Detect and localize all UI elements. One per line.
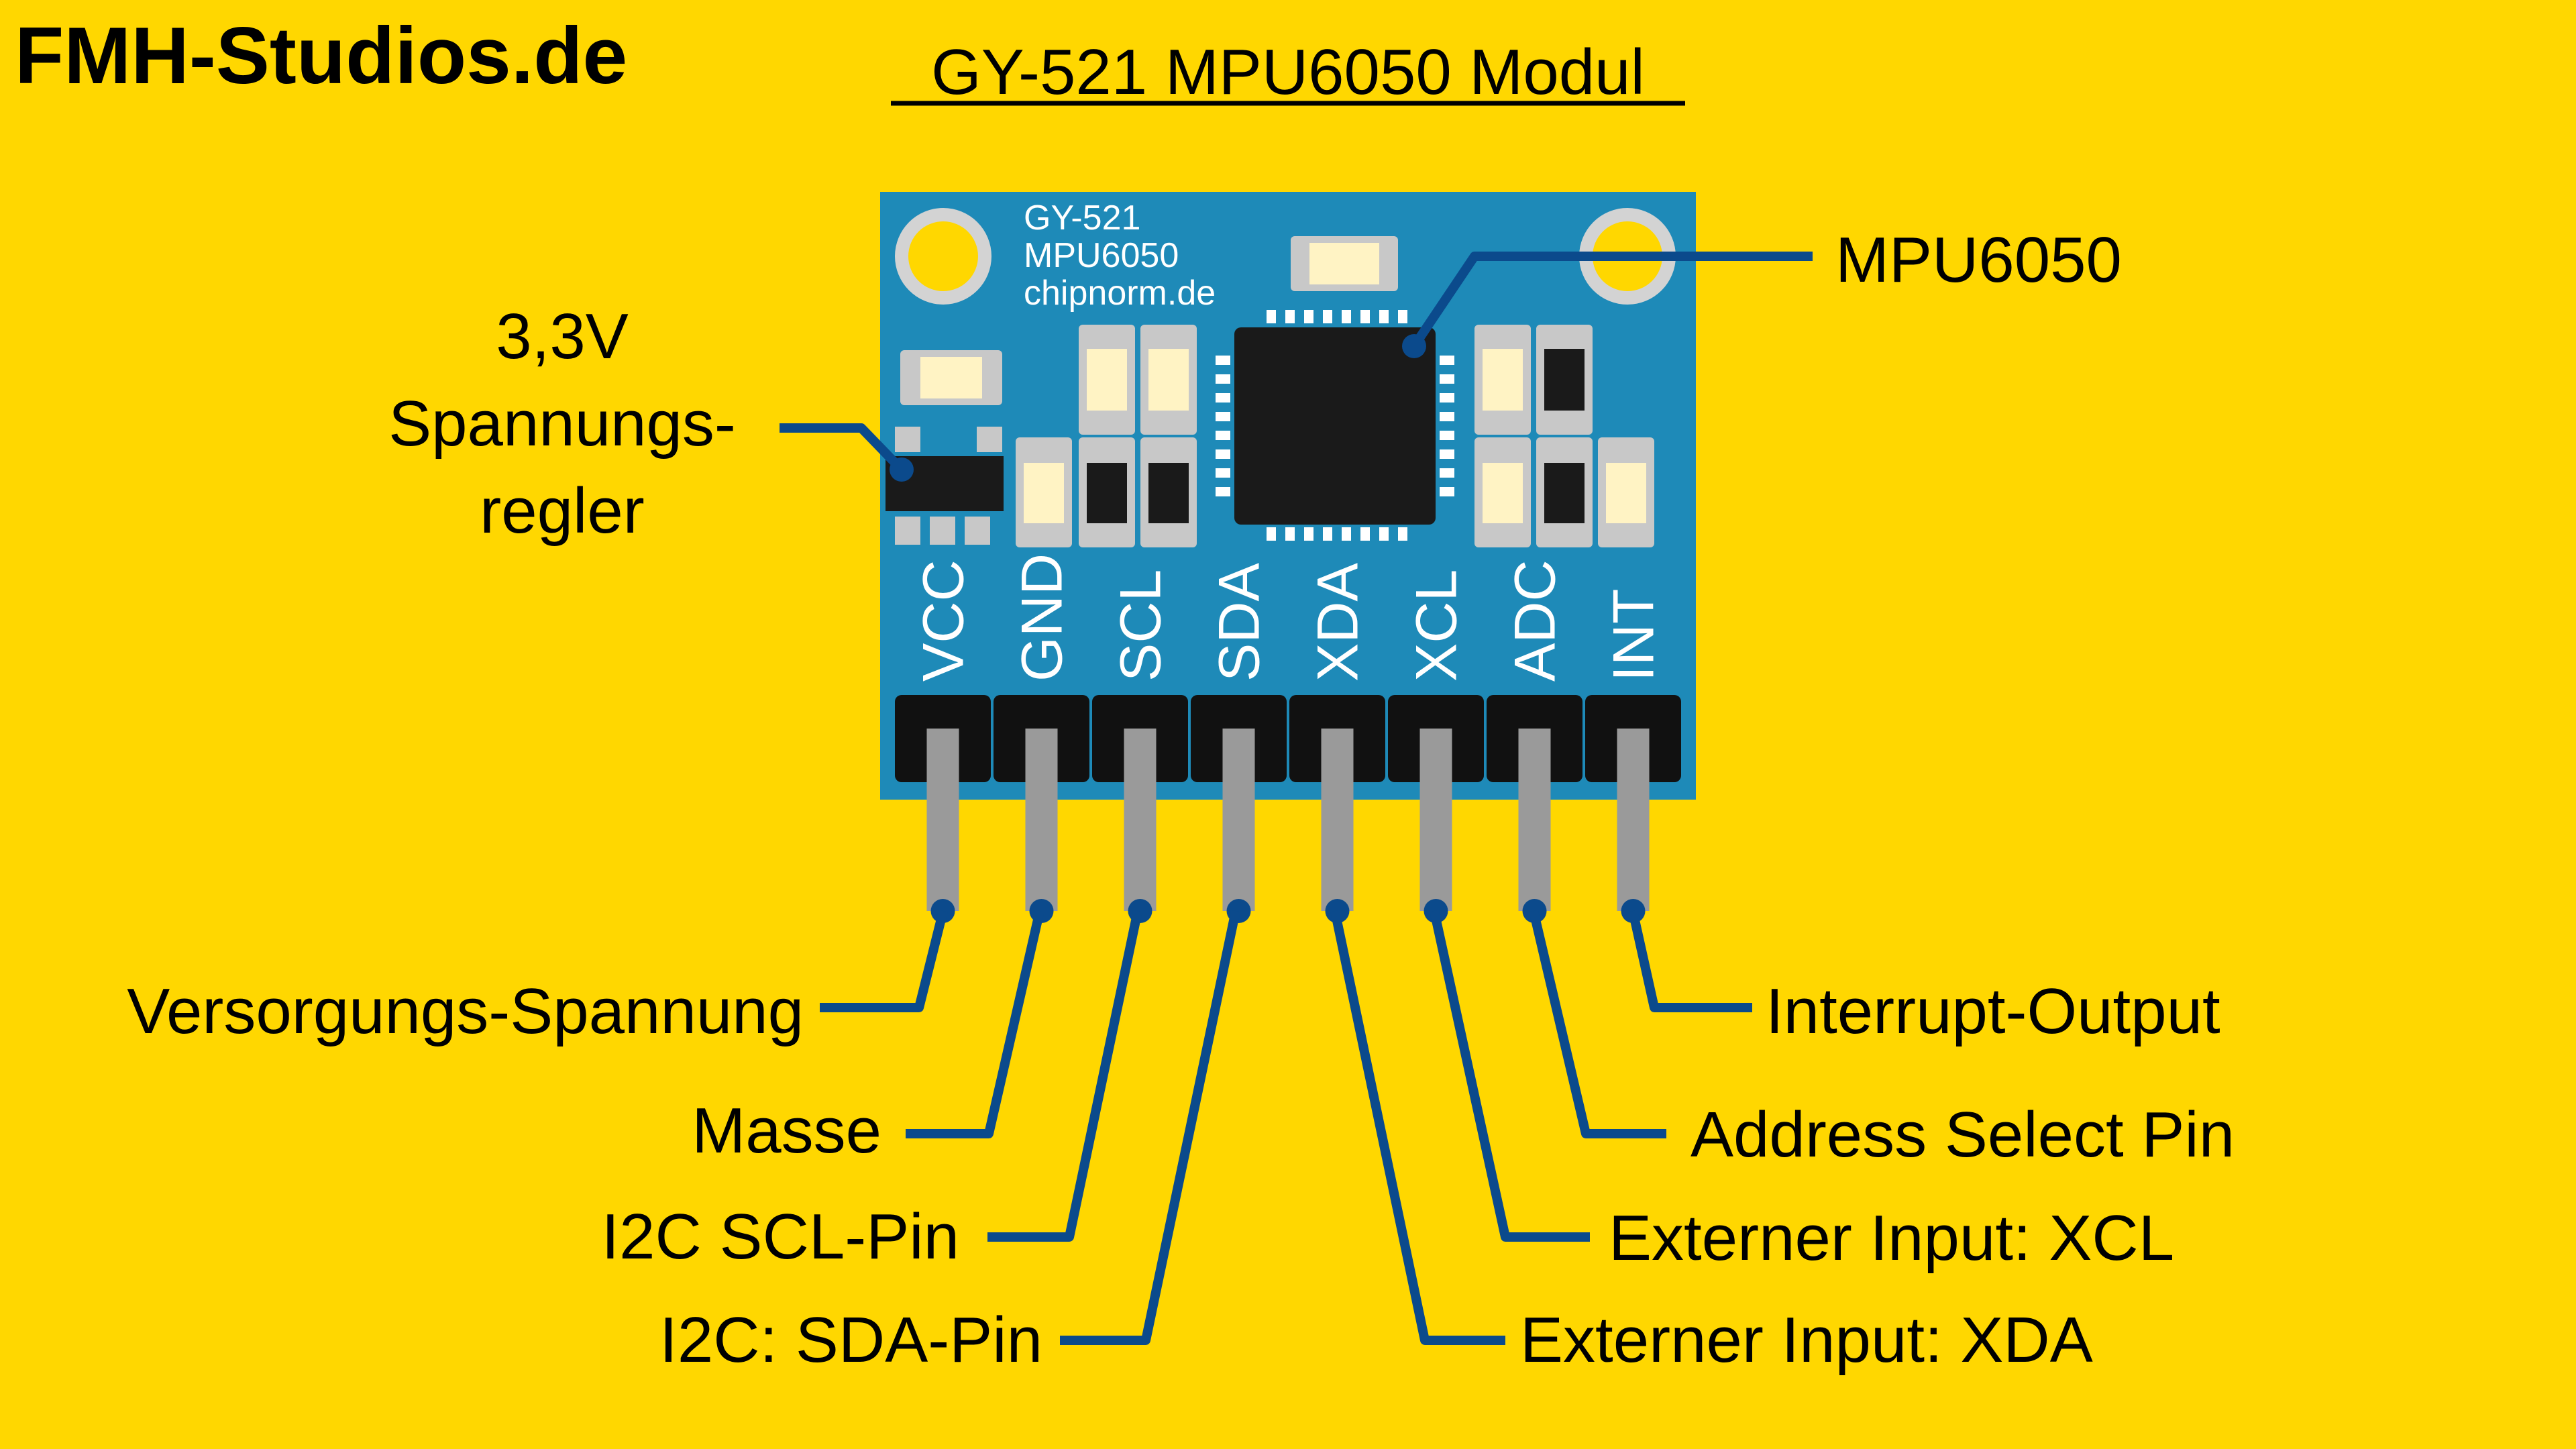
vcc-callout-label: Versorgungs-Spannung	[127, 975, 804, 1047]
diagram-title: GY-521 MPU6050 Modul	[931, 36, 1645, 108]
callout-line-xda	[1330, 910, 1505, 1345]
mpu6050-chip	[1216, 310, 1454, 541]
pin-label-xda: XDA	[1306, 563, 1371, 682]
pin-label-xcl: XCL	[1405, 570, 1469, 682]
callout-line-gnd	[906, 910, 1044, 1138]
pin-label-scl: SCL	[1109, 570, 1173, 682]
chip-callout-label: MPU6050	[1835, 224, 2122, 296]
callout-line-chip	[1410, 252, 1813, 349]
regulator-label-line-2: Spannungs-	[388, 388, 736, 460]
callout-lines	[780, 252, 1813, 1345]
callout-line-vcc	[820, 910, 948, 1012]
smd-components	[1016, 325, 1654, 547]
pin-adc	[1518, 729, 1551, 911]
pin-int	[1617, 729, 1650, 911]
pin-scl	[1124, 729, 1157, 911]
pin-sda	[1222, 729, 1255, 911]
xda-callout-label: Externer Input: XDA	[1520, 1304, 2093, 1376]
callout-line-xcl	[1430, 910, 1590, 1242]
callout-line-regulator	[780, 423, 906, 473]
smd-capacitor-regulator	[900, 350, 1002, 405]
xcl-callout-label: Externer Input: XCL	[1609, 1202, 2174, 1274]
scl-callout-label: I2C SCL-Pin	[601, 1201, 959, 1273]
pin-label-sda: SDA	[1208, 563, 1272, 682]
int-callout-label: Interrupt-Output	[1766, 975, 2220, 1047]
pin-gnd	[1025, 729, 1058, 911]
callout-line-sda	[1060, 910, 1240, 1345]
pin-vcc	[926, 729, 959, 911]
mounting-hole-left-pad	[908, 221, 978, 291]
pin-label-adc: ADC	[1503, 559, 1568, 682]
callout-line-scl	[987, 910, 1142, 1242]
pin-labels: VCC GND SCL SDA XDA XCL ADC INT	[912, 553, 1666, 682]
pin-label-vcc: VCC	[912, 559, 976, 682]
silkscreen-line-3: chipnorm.de	[1024, 274, 1216, 313]
regulator-label-line-1: 3,3V	[496, 301, 628, 372]
silkscreen-line-1: GY-521	[1024, 199, 1140, 237]
callout-line-adc	[1529, 910, 1666, 1138]
silkscreen-line-2: MPU6050	[1024, 236, 1179, 275]
pin-label-gnd: GND	[1010, 553, 1075, 682]
adc-callout-label: Address Select Pin	[1690, 1099, 2235, 1171]
regulator-label-line-3: regler	[480, 475, 644, 547]
smd-led-top	[1291, 236, 1398, 291]
callout-dots	[890, 334, 1426, 482]
pin-xcl	[1419, 729, 1452, 911]
gnd-callout-label: Masse	[692, 1095, 881, 1167]
sda-callout-label: I2C: SDA-Pin	[659, 1304, 1042, 1376]
callout-line-int	[1628, 910, 1752, 1012]
pin-label-int: INT	[1602, 588, 1666, 682]
pin-header	[895, 695, 1681, 923]
voltage-regulator-chip	[885, 427, 1004, 545]
brand-logo-text: FMH-Studios.de	[15, 11, 627, 101]
pin-xda	[1321, 729, 1354, 911]
